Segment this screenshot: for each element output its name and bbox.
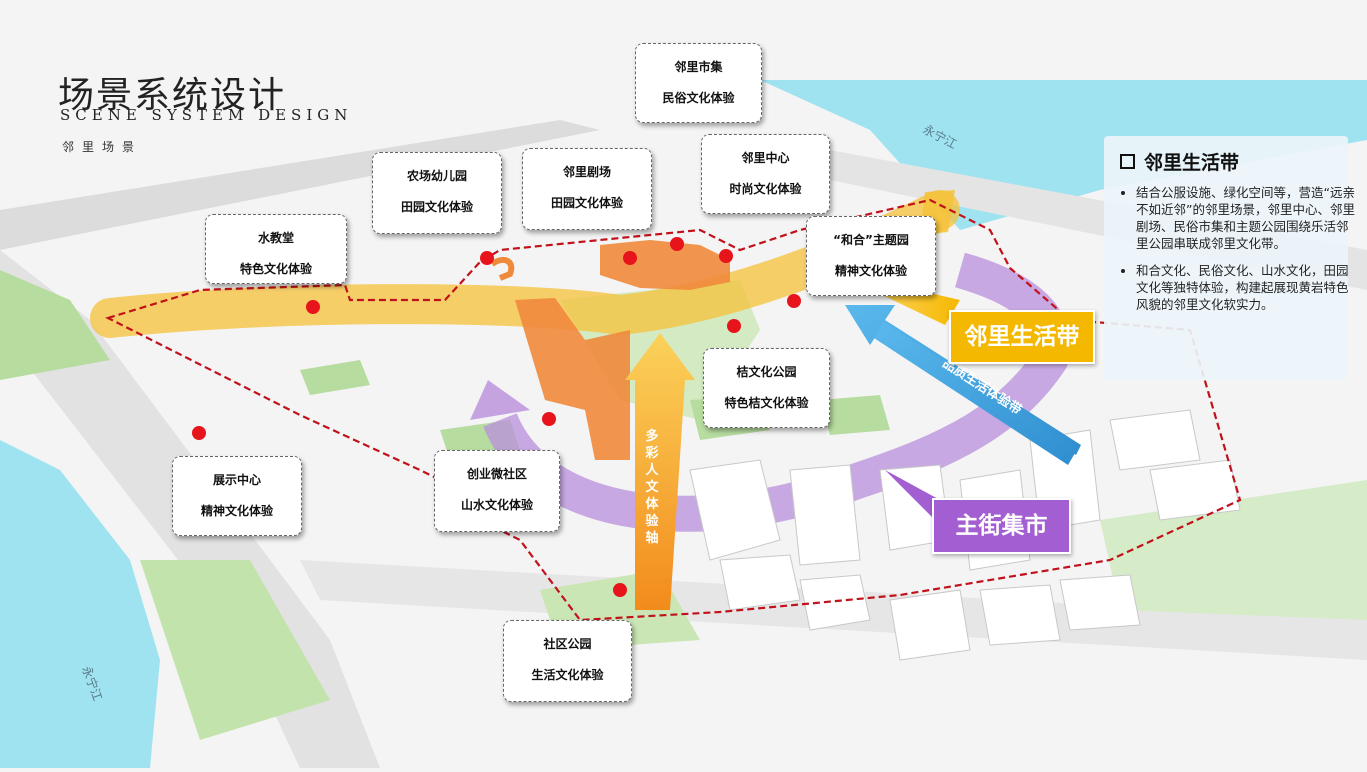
bubble-title: 农场幼儿园	[406, 169, 467, 183]
bubble-desc: 精神文化体验	[834, 264, 907, 278]
bubble-orange-park: 桔文化公园 特色桔文化体验	[703, 348, 830, 428]
bubble-title: 社区公园	[543, 637, 592, 651]
bubble-neighbor-center: 邻里中心 时尚文化体验	[701, 134, 830, 214]
purple-ring-head	[470, 380, 530, 420]
bubble-neighbor-market: 邻里市集 民俗文化体验	[635, 43, 762, 123]
description-panel: 邻里生活带 结合公服设施、绿化空间等，营造“远亲不如近邻”的邻里场景，邻里中心、…	[1104, 136, 1355, 380]
bubble-title: 展示中心	[212, 473, 261, 487]
bubble-desc: 民俗文化体验	[662, 91, 735, 105]
tag-neighborhood-belt: 邻里生活带	[949, 310, 1095, 364]
panel-bullets: 结合公服设施、绿化空间等，营造“远亲不如近邻”的邻里场景，邻里中心、邻里剧场、民…	[1118, 184, 1356, 323]
node-exhibition	[192, 426, 206, 440]
bubble-desc: 时尚文化体验	[729, 182, 802, 196]
diagonal-axis-body	[874, 322, 1078, 465]
bubble-title: 邻里中心	[741, 151, 790, 165]
node-neighbor-theater	[623, 251, 637, 265]
panel-bullet: 和合文化、民俗文化、山水文化，田园文化等独特体验，构建起展现黄岩特色风貌的邻里文…	[1136, 262, 1356, 313]
axis-char: 验	[645, 513, 659, 529]
vertical-axis-arrow	[625, 333, 695, 610]
orange-block-small	[490, 257, 515, 281]
axis-char: 轴	[645, 530, 658, 546]
bubble-title: “和合”主题园	[833, 233, 909, 247]
node-markers	[192, 237, 801, 597]
bubble-title: 水教堂	[257, 231, 294, 245]
bubble-desc: 山水文化体验	[460, 498, 533, 512]
vertical-axis-label: 多彩人文体验轴	[644, 428, 659, 546]
panel-bullet: 结合公服设施、绿化空间等，营造“远亲不如近邻”的邻里场景，邻里中心、邻里剧场、民…	[1136, 184, 1356, 252]
bubble-startup-community: 创业微社区 山水文化体验	[434, 450, 560, 532]
axis-char: 人	[645, 462, 659, 478]
bubble-desc: 特色文化体验	[239, 262, 312, 276]
node-startup	[542, 412, 556, 426]
page-title: 场景系统设计	[58, 75, 287, 116]
tag-main-street-market: 主街集市	[932, 498, 1071, 554]
bubble-desc: 田园文化体验	[400, 200, 473, 214]
bubble-desc: 生活文化体验	[531, 668, 604, 682]
axis-char: 体	[645, 496, 659, 512]
green-patch-4	[820, 395, 890, 435]
panel-heading: 邻里生活带	[1120, 148, 1239, 175]
bubble-farm-kindergarten: 农场幼儿园 田园文化体验	[372, 152, 502, 234]
site-boundary	[105, 198, 1242, 622]
axis-char: 文	[645, 479, 659, 495]
bubble-title: 邻里剧场	[562, 165, 611, 179]
node-neighbor-market	[670, 237, 684, 251]
bubble-desc: 精神文化体验	[200, 504, 273, 518]
bubble-exhibition-center: 展示中心 精神文化体验	[172, 456, 302, 536]
green-west	[0, 270, 110, 380]
node-neighbor-center	[719, 249, 733, 263]
panel-heading-text: 邻里生活带	[1144, 152, 1240, 174]
orange-block-central	[515, 298, 630, 460]
bubble-hehe-park: “和合”主题园 精神文化体验	[806, 216, 936, 296]
orange-block-north	[600, 240, 730, 290]
square-bullet-icon	[1120, 154, 1135, 169]
river-west	[0, 440, 160, 768]
bubble-desc: 特色桔文化体验	[724, 396, 809, 410]
page-subtitle: 邻里场景	[62, 140, 143, 154]
green-patch-1	[300, 360, 370, 395]
bubble-water-church: 水教堂 特色文化体验	[205, 214, 347, 284]
bubble-community-park: 社区公园 生活文化体验	[503, 620, 632, 702]
market-callout-pointer	[885, 470, 940, 520]
node-farm-kindergarten	[480, 251, 494, 265]
page-title-en: SCENE SYSTEM DESIGN	[60, 106, 353, 124]
node-community-park	[613, 583, 627, 597]
bubble-title: 创业微社区	[466, 467, 527, 481]
axis-char: 彩	[644, 445, 658, 461]
bubble-neighbor-theater: 邻里剧场 田园文化体验	[522, 148, 652, 230]
green-sw	[140, 560, 330, 740]
bubble-desc: 田园文化体验	[550, 196, 623, 210]
node-water-church	[306, 300, 320, 314]
node-hehe-park	[787, 294, 801, 308]
bubble-title: 桔文化公园	[736, 365, 797, 379]
axis-char: 多	[645, 428, 658, 444]
node-orange-park	[727, 319, 741, 333]
bubble-title: 邻里市集	[674, 60, 723, 74]
